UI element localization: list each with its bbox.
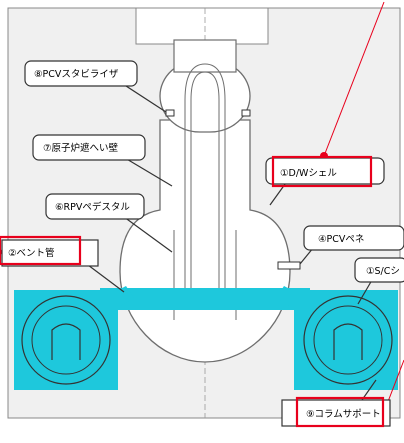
stabilizer-left [165,109,175,117]
torus-left-inner [31,305,101,375]
label-vent-pipe: ②ベント管 [8,247,55,259]
torus-right-inner [313,305,383,375]
highlight-vent-pipe [0,235,82,266]
rpv-vessel [190,71,220,300]
stabilizer-right [241,109,251,117]
pointer-line-dw [323,1,385,157]
callout-rpv-pedestal: ⑥RPVペデスタル [45,193,173,253]
label-rpv-pedestal: ⑥RPVペデスタル [55,201,130,213]
pcv-top-flange [173,39,237,73]
callout-sc-shell: ①S/Cシ [354,257,404,305]
label-dw-shell: ①D/Wシェル [280,168,337,179]
callout-pcv-stabilizer: ⑧PCVスタビライザ [24,60,167,113]
label-pcv-stabilizer: ⑧PCVスタビライザ [34,69,119,80]
callout-pcv-penetration: ④PCVペネ [299,225,404,265]
callout-column-support: ⑨コラムサポート [281,379,391,428]
pcv-penetration-block [277,261,301,270]
callout-dw-shell: ①D/Wシェル [265,155,385,206]
building-top-opening [135,7,269,45]
callout-shield-wall: ⑦原子炉遮へい壁 [32,134,173,187]
downcomer-left [51,323,81,360]
highlight-column-support [295,396,385,428]
label-sc-shell: ①S/Cシ [366,266,400,277]
downcomer-right [333,323,363,360]
suppression-pool-band [100,288,310,310]
label-pcv-penetration: ④PCVペネ [318,234,364,245]
torus-right [303,295,393,385]
label-column-support: ⑨コラムサポート [306,409,381,420]
shield-wall [184,63,226,310]
label-shield-wall: ⑦原子炉遮へい壁 [43,142,119,154]
torus-left [21,295,111,385]
callout-vent-pipe: ②ベント管 [0,235,125,293]
highlight-dw-shell [271,155,373,188]
